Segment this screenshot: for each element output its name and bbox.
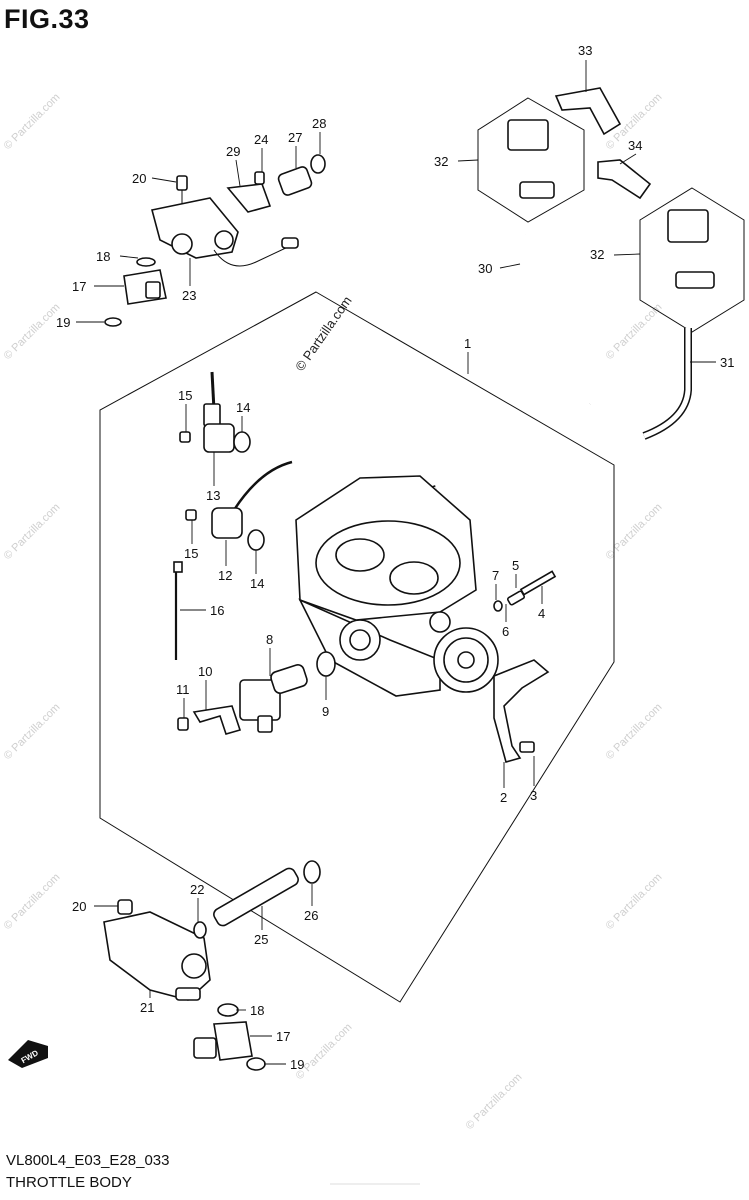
callout-6: 6	[502, 624, 509, 639]
clamp-band[interactable]	[173, 561, 183, 660]
model-code: VL800L4_E03_E28_033	[6, 1152, 170, 1169]
callout-2: 2	[500, 790, 507, 805]
callout-5: 5	[512, 558, 519, 573]
callout-17-lower: 17	[276, 1029, 290, 1044]
callout-7: 7	[492, 568, 499, 583]
watermark-7: © Partzilla.com	[604, 301, 665, 362]
callout-20-lower: 20	[72, 899, 86, 914]
sensor-8-group[interactable]	[239, 651, 336, 733]
callout-14-lower: 14	[250, 576, 264, 591]
watermark-2: © Partzilla.com	[2, 301, 63, 362]
fuel-delivery-group-lower[interactable]	[103, 860, 321, 1071]
callout-15-upper: 15	[178, 388, 192, 403]
callout-30: 30	[478, 261, 492, 276]
watermark-5: © Partzilla.com	[2, 871, 63, 932]
callout-21: 21	[140, 1000, 154, 1015]
callout-9: 9	[322, 704, 329, 719]
bracket-10-group[interactable]	[177, 705, 242, 735]
callout-19-lower: 19	[290, 1057, 304, 1072]
callout-24: 24	[254, 132, 268, 147]
adjust-screw-group[interactable]	[493, 570, 557, 612]
callout-34: 34	[628, 138, 642, 153]
partzilla-watermark: © Partzilla.com	[292, 293, 355, 373]
callout-13: 13	[206, 488, 220, 503]
callout-4: 4	[538, 606, 545, 621]
callout-27: 27	[288, 130, 302, 145]
callout-33: 33	[578, 43, 592, 58]
callout-numbers: 1 2 3 4 5 6 7 8 9 10 11 12 13 14 14 15 1…	[56, 43, 734, 1072]
callout-19-upper: 19	[56, 315, 70, 330]
callout-17-upper: 17	[72, 279, 86, 294]
callout-28: 28	[312, 116, 326, 131]
assembly-frame	[99, 291, 615, 1003]
throttle-body[interactable]	[295, 475, 499, 697]
callout-1: 1	[464, 336, 471, 351]
callout-23: 23	[182, 288, 196, 303]
figure-title: FIG.33	[4, 4, 90, 34]
watermark-11: © Partzilla.com	[464, 1071, 525, 1132]
section-name: THROTTLE BODY	[6, 1174, 132, 1191]
sensor-lower-group[interactable]	[185, 460, 293, 551]
callout-20-upper: 20	[132, 171, 146, 186]
callout-15-lower: 15	[184, 546, 198, 561]
fwd-arrow-icon: FWD	[8, 1040, 48, 1068]
watermark-9: © Partzilla.com	[604, 701, 665, 762]
callout-18-lower: 18	[250, 1003, 264, 1018]
callout-8: 8	[266, 632, 273, 647]
sensor-box-upper	[477, 97, 585, 223]
callout-26: 26	[304, 908, 318, 923]
callout-29: 29	[226, 144, 240, 159]
callout-32-upper: 32	[434, 154, 448, 169]
watermark-8: © Partzilla.com	[604, 501, 665, 562]
cable-bracket-group[interactable]	[493, 659, 550, 763]
callout-25: 25	[254, 932, 268, 947]
callout-14-upper: 14	[236, 400, 250, 415]
sensor-upper-group[interactable]	[179, 371, 251, 453]
callout-10: 10	[198, 664, 212, 679]
leader-lines	[76, 60, 716, 1065]
callout-12: 12	[218, 568, 232, 583]
watermark-4: © Partzilla.com	[2, 701, 63, 762]
watermark-1: © Partzilla.com	[2, 91, 63, 152]
callout-18-upper: 18	[96, 249, 110, 264]
watermark-12: © Partzilla.com	[294, 1021, 355, 1082]
callout-32-lower: 32	[590, 247, 604, 262]
callout-22: 22	[190, 882, 204, 897]
callout-3: 3	[530, 788, 537, 803]
hose-sensor-group[interactable]	[477, 87, 745, 440]
watermark-3: © Partzilla.com	[2, 501, 63, 562]
fuel-delivery-group-upper[interactable]	[104, 154, 326, 327]
watermark-10: © Partzilla.com	[604, 871, 665, 932]
callout-31: 31	[720, 355, 734, 370]
callout-11: 11	[176, 682, 190, 697]
callout-16: 16	[210, 603, 224, 618]
